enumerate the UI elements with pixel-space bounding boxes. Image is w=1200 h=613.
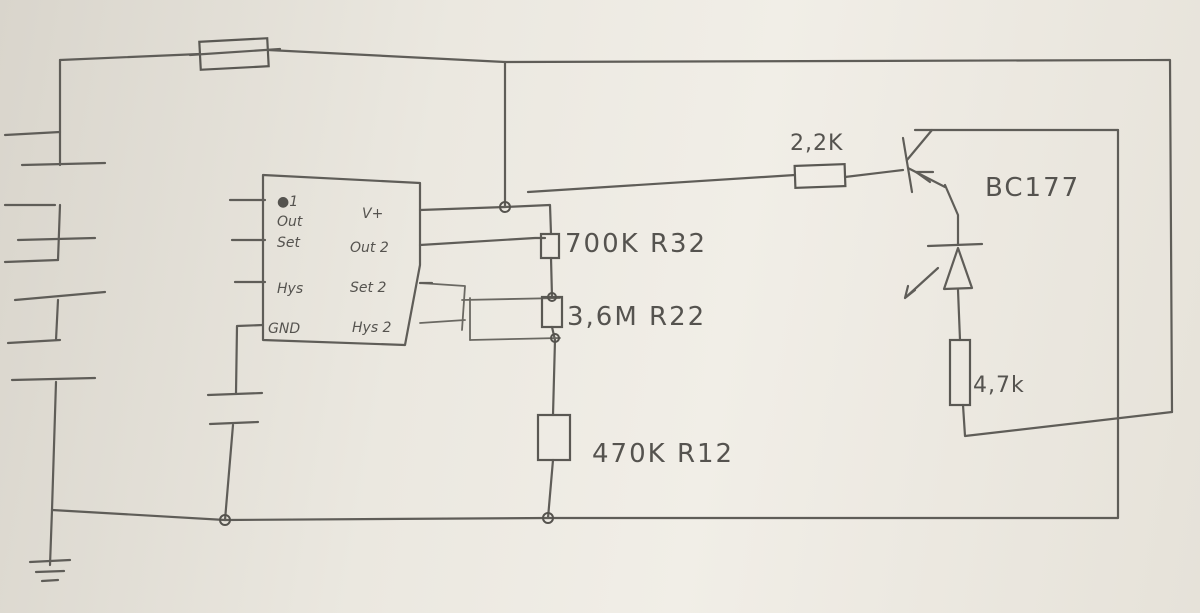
ic-chip [228, 173, 434, 347]
resistor-r22 [540, 295, 564, 329]
pin-label-set2: Set 2 [350, 280, 386, 296]
label-4k7: 4,7k [973, 373, 1025, 398]
label-2k2: 2,2K [790, 131, 843, 156]
pin-label-vplus: V+ [362, 206, 383, 222]
pin-label-out2: Out 2 [350, 240, 389, 256]
junctions [219, 201, 560, 526]
pin-label-1: ●1 [277, 194, 298, 210]
fuse [198, 37, 270, 71]
resistor-4k7 [948, 338, 972, 407]
label-bc177: BC177 [985, 173, 1080, 203]
resistor-r32 [539, 232, 561, 260]
resistor-2k2 [793, 162, 847, 190]
battery [3, 130, 107, 382]
led [903, 242, 984, 300]
pin-label-set: Set [277, 235, 301, 251]
pin-label-out: Out [277, 214, 303, 230]
label-r12: 470K R12 [592, 439, 734, 469]
wires [28, 48, 1174, 583]
resistor-r12 [536, 413, 572, 462]
label-r32: 700K R32 [565, 229, 707, 259]
pin-label-gnd: GND [268, 321, 300, 337]
pin-label-hys: Hys [277, 281, 303, 297]
pin-label-hys2: Hys 2 [352, 320, 392, 336]
transistor-bc177 [901, 128, 947, 194]
label-r22: 3,6M R22 [567, 302, 706, 332]
capacitor [206, 391, 264, 426]
